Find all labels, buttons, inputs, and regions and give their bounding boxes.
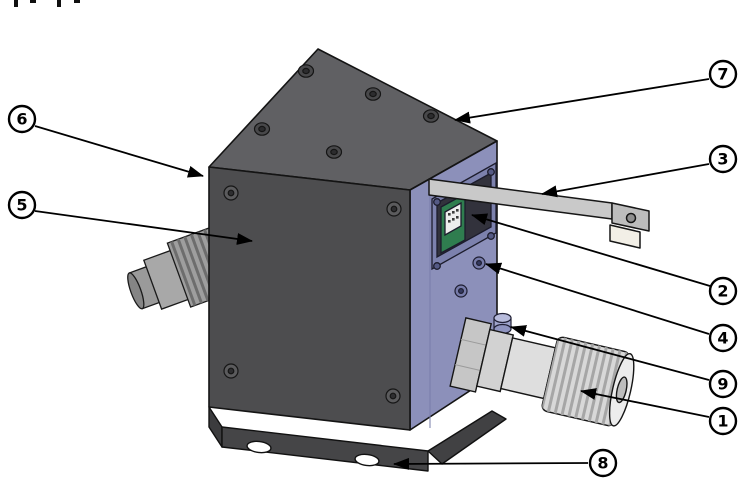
cropped-text-fragment (14, 0, 80, 7)
callout-2-number: 2 (717, 282, 728, 301)
callout-arrow-7 (454, 78, 710, 124)
flange-slot-hole (354, 453, 380, 467)
callout-1-number: 1 (717, 412, 728, 431)
screw (433, 262, 441, 270)
screw (422, 109, 440, 123)
callout-8: 8 (588, 448, 618, 478)
callout-7-number: 7 (717, 65, 728, 84)
callout-arrow-9 (510, 325, 710, 381)
callout-arrow-8 (393, 457, 589, 470)
callout-9: 9 (708, 369, 738, 399)
callout-arrow-2 (471, 213, 711, 287)
gland-knurl-texture (542, 337, 630, 426)
connector-pins (448, 209, 459, 223)
callout-6-number: 6 (16, 110, 27, 129)
screw (487, 168, 495, 176)
callout-4: 4 (708, 323, 738, 353)
callout-1: 1 (708, 406, 738, 436)
callout-2: 2 (708, 276, 738, 306)
screw (223, 363, 239, 379)
side-face-screws (454, 256, 486, 298)
hex-facet-line (460, 338, 487, 346)
mounting-bracket-arm (428, 178, 650, 249)
front-face-screws (223, 185, 402, 404)
flange-right-wing (427, 410, 507, 465)
callout-7: 7 (708, 59, 738, 89)
screw (386, 201, 402, 217)
hex-facet-line (454, 364, 481, 372)
callout-9-number: 9 (717, 375, 728, 394)
bracket-end-block (609, 224, 641, 249)
screw (487, 232, 495, 240)
callout-3-number: 3 (717, 150, 728, 169)
callout-8-number: 8 (597, 454, 608, 473)
cable-gland-right (449, 317, 635, 427)
flange-slot-hole (246, 440, 272, 454)
callout-arrow-3 (541, 163, 710, 198)
callout-4-number: 4 (717, 329, 728, 348)
bracket-hole (625, 212, 637, 224)
screw (364, 87, 382, 101)
screw (297, 64, 315, 78)
callout-arrow-1 (580, 388, 710, 418)
enclosure-body (208, 48, 498, 431)
screw (253, 122, 271, 136)
screw (385, 388, 401, 404)
flange-left-bend (208, 406, 223, 448)
screw (472, 256, 486, 270)
gland-cable-hole (615, 376, 628, 404)
callout-labels: 7 3 2 4 9 1 8 6 (7, 59, 738, 478)
gland-end-face (127, 272, 145, 310)
enclosure-front-face (208, 166, 411, 431)
callout-arrow-4 (485, 262, 710, 335)
callout-6: 6 (7, 104, 37, 134)
mounting-flange (208, 406, 507, 472)
callout-5: 5 (7, 190, 37, 220)
screw (433, 198, 441, 206)
plate-corner-screws (433, 168, 495, 270)
callout-3: 3 (708, 144, 738, 174)
screw (223, 185, 239, 201)
callout-arrows (34, 78, 711, 470)
screw (454, 284, 468, 298)
top-face-screws (253, 64, 440, 159)
callout-5-number: 5 (16, 196, 27, 215)
callout-arrow-6 (34, 125, 204, 178)
screw (325, 145, 343, 159)
callout-arrow-5 (34, 210, 253, 245)
